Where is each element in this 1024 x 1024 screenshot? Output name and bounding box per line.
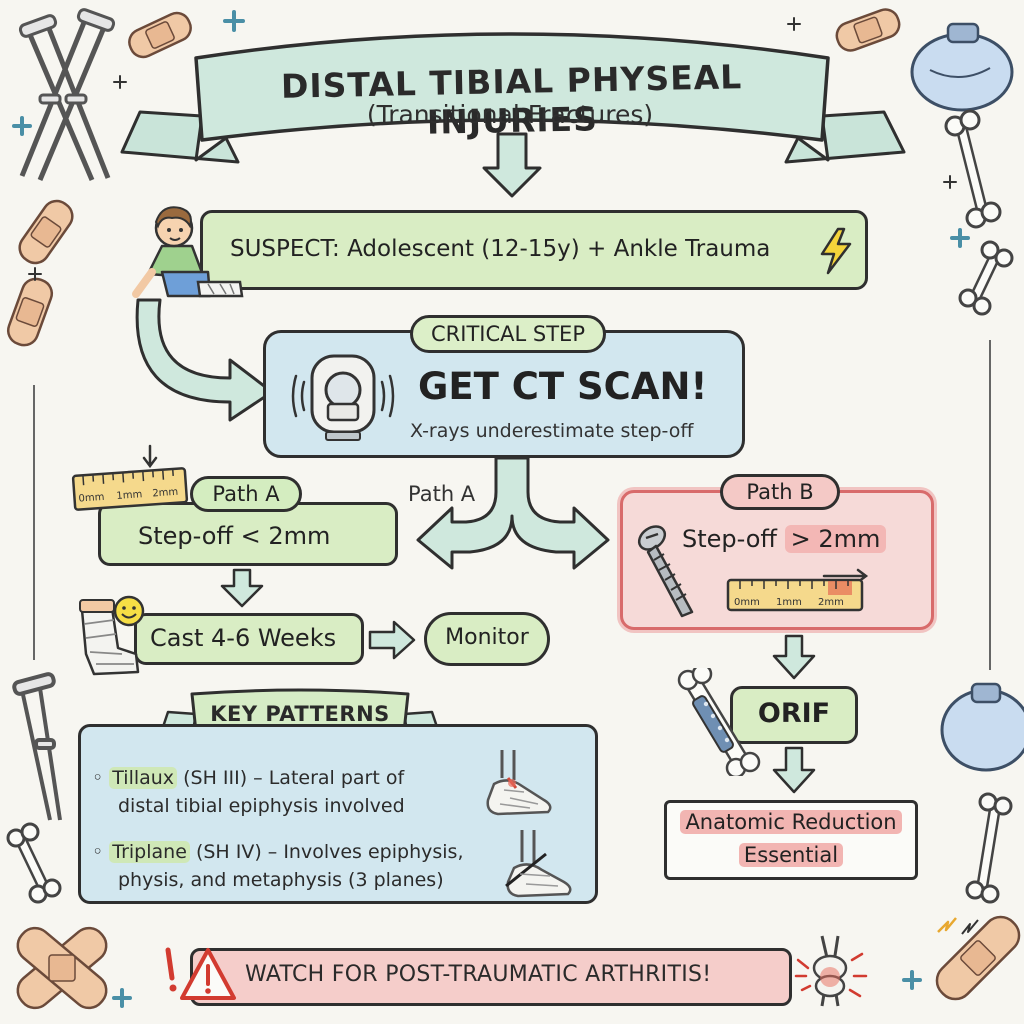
crutches-icon xyxy=(18,8,116,181)
sparkle-icon xyxy=(28,17,957,281)
bandage-icon xyxy=(835,8,901,52)
boy-icon xyxy=(132,206,244,298)
key-patterns-heading: KEY PATTERNS xyxy=(210,702,390,726)
bone-icon xyxy=(965,792,1013,904)
warning-text: WATCH FOR POST-TRAUMATIC ARTHRITIS! xyxy=(245,962,712,987)
anatomic-reduction-line2: Essential xyxy=(664,843,918,867)
orif-text: ORIF xyxy=(757,698,831,729)
pattern-desc: (SH IV) – Involves epiphysis, xyxy=(195,841,464,863)
pattern-item: ◦ Triplane (SH IV) – Involves epiphysis,… xyxy=(92,838,464,894)
arrow-right xyxy=(368,620,416,660)
pattern-name: Tillaux xyxy=(109,767,178,789)
sparkle-icon xyxy=(937,917,979,935)
foot-bones-icon xyxy=(505,830,572,898)
ct-scan-title: GET CT SCAN! xyxy=(418,365,708,408)
cast-text: Cast 4-6 Weeks xyxy=(150,624,337,652)
bone-icon xyxy=(958,240,1014,316)
ct-scan-subtitle: X-rays underestimate step-off xyxy=(410,420,694,442)
bullet-icon: ◦ xyxy=(92,767,104,789)
path-a-condition: Step-off < 2mm xyxy=(138,522,331,550)
arrow-curve xyxy=(135,298,274,422)
arrow-down xyxy=(220,568,264,608)
plus-icon xyxy=(12,10,970,1008)
ct-scanner-icon xyxy=(291,354,395,441)
knee-joint-icon xyxy=(794,935,868,1007)
bandage-icon xyxy=(6,277,54,347)
lightning-icon xyxy=(820,227,852,275)
cast-icon xyxy=(79,599,140,676)
pattern-desc-line2: distal tibial epiphysis involved xyxy=(118,795,405,817)
ruler-tick-0: 0mm xyxy=(78,492,105,505)
path-a-pill: Path A xyxy=(190,476,302,512)
ruler-tick-1: 1mm xyxy=(116,489,143,502)
warning-icon xyxy=(165,947,236,1000)
ice-pack-icon xyxy=(910,22,1014,112)
path-b-condition-value: > 2mm xyxy=(784,525,887,553)
suspect-box xyxy=(200,210,868,290)
path-b-pill: Path B xyxy=(720,474,840,510)
ice-pack-icon xyxy=(940,682,1024,772)
bandage-icon xyxy=(16,926,108,1010)
page-subtitle: (Transitional Fractures) xyxy=(366,100,654,129)
arrow-down xyxy=(772,746,816,794)
cast-box xyxy=(134,613,364,665)
arrow-down xyxy=(772,634,816,680)
crutches-icon xyxy=(12,672,62,821)
bandage-icon xyxy=(18,199,74,265)
foot-bones-icon xyxy=(486,750,552,816)
bandage-icon xyxy=(128,11,192,59)
ruler-tick-1: 1mm xyxy=(776,597,802,608)
path-b-condition-prefix: Step-off xyxy=(682,525,777,553)
branch-label: Path A xyxy=(408,482,476,506)
ruler-tick-0: 0mm xyxy=(734,597,760,608)
bone-icon xyxy=(944,109,1002,229)
bandage-icon xyxy=(935,915,1021,1001)
smiley-icon xyxy=(113,595,145,627)
pattern-desc-line2: physis, and metaphysis (3 planes) xyxy=(118,869,444,891)
suspect-text: SUSPECT: Adolescent (12-15y) + Ankle Tra… xyxy=(230,236,771,262)
ruler-icon: 0mm 1mm 2mm xyxy=(71,444,189,511)
ruler-tick-2: 2mm xyxy=(152,487,179,500)
title-banner xyxy=(120,32,906,164)
ruler-icon: 0mm 1mm 2mm xyxy=(726,568,869,612)
pattern-desc: (SH III) – Lateral part of xyxy=(183,767,405,789)
bone-plate-icon xyxy=(677,668,761,776)
anatomic-reduction-line1: Anatomic Reduction xyxy=(664,810,918,834)
ruler-tick-2: 2mm xyxy=(818,597,844,608)
arrow-split xyxy=(416,456,610,570)
monitor-box xyxy=(424,612,550,666)
orif-box xyxy=(730,686,858,744)
warning-box xyxy=(190,948,792,1006)
pattern-name: Triplane xyxy=(109,841,190,863)
pattern-item: ◦ Tillaux (SH III) – Lateral part of dis… xyxy=(92,764,405,820)
arrow-down xyxy=(482,132,542,198)
critical-step-pill: CRITICAL STEP xyxy=(410,315,606,353)
bullet-icon: ◦ xyxy=(92,841,104,863)
monitor-text: Monitor xyxy=(445,625,529,650)
bone-icon xyxy=(6,822,62,904)
screw-icon xyxy=(637,525,694,618)
path-b-condition: Step-off > 2mm xyxy=(682,525,887,553)
